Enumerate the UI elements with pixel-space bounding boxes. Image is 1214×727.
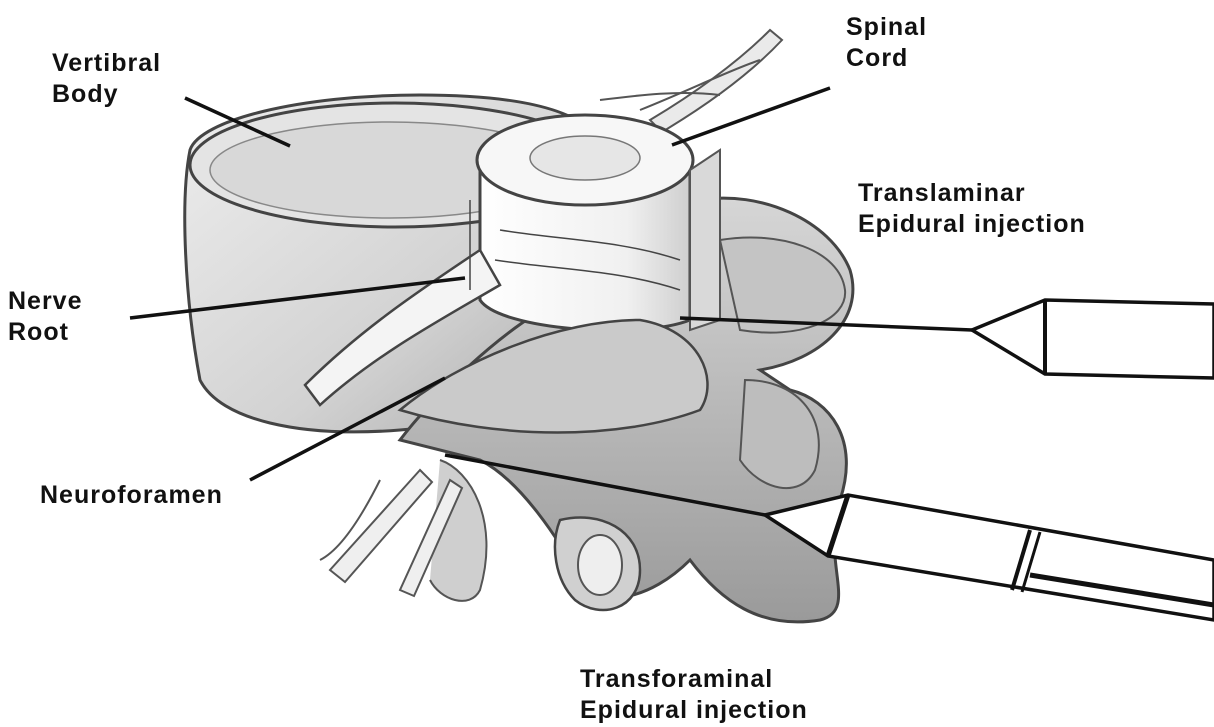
label-nerve-root-line1: Nerve	[8, 286, 83, 317]
label-translaminar-injection: Translaminar Epidural injection	[858, 178, 1086, 240]
label-translaminar-line1: Translaminar	[858, 178, 1086, 209]
label-neuroforamen-line1: Neuroforamen	[40, 480, 223, 511]
label-translaminar-line2: Epidural injection	[858, 209, 1086, 240]
label-transforaminal-line2: Epidural injection	[580, 695, 808, 726]
label-spinal-cord-line2: Cord	[846, 43, 927, 74]
label-nerve-root-line2: Root	[8, 317, 83, 348]
spinal-cord-shape	[477, 115, 720, 330]
label-vertebral-body-line1: Vertibral	[52, 48, 161, 79]
label-neuroforamen: Neuroforamen	[40, 480, 223, 511]
label-vertebral-body-line2: Body	[52, 79, 161, 110]
label-spinal-cord: Spinal Cord	[846, 12, 927, 74]
label-transforaminal-line1: Transforaminal	[580, 664, 808, 695]
label-vertebral-body: Vertibral Body	[52, 48, 161, 110]
label-spinal-cord-line1: Spinal	[846, 12, 927, 43]
label-nerve-root: Nerve Root	[8, 286, 83, 348]
label-transforaminal-injection: Transforaminal Epidural injection	[580, 664, 808, 726]
